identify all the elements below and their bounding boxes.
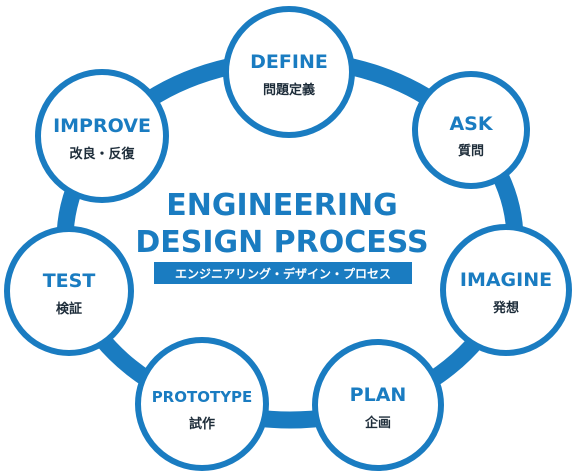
step-plan-jp: 企画 (364, 415, 391, 431)
step-test: TEST 検証 (4, 226, 134, 356)
step-test-en: TEST (43, 270, 96, 292)
step-ask-en: ASK (449, 113, 493, 135)
step-ask: ASK 質問 (412, 71, 530, 189)
step-test-circle (4, 226, 134, 356)
step-test-jp: 検証 (56, 301, 82, 317)
step-define-en: DEFINE (250, 51, 328, 73)
step-ask-circle (412, 71, 530, 189)
title-line-2: DESIGN PROCESS (135, 225, 428, 260)
step-define-circle (223, 6, 355, 138)
step-improve-jp: 改良・反復 (69, 146, 135, 162)
step-imagine-circle (440, 224, 572, 356)
subtitle: エンジニアリング・デザイン・プロセス (175, 266, 391, 281)
step-plan: PLAN 企画 (312, 339, 444, 471)
step-improve-en: IMPROVE (53, 115, 151, 137)
step-plan-en: PLAN (350, 384, 407, 406)
step-imagine-jp: 発想 (492, 300, 519, 316)
step-imagine-en: IMAGINE (460, 269, 552, 291)
title-line-1: ENGINEERING (166, 188, 397, 223)
step-plan-circle (312, 339, 444, 471)
step-prototype-jp: 試作 (189, 416, 215, 432)
subtitle-band (154, 262, 412, 284)
step-prototype-circle (135, 337, 269, 471)
step-improve: IMPROVE 改良・反復 (35, 69, 169, 203)
step-prototype: PROTOTYPE 試作 (135, 337, 269, 471)
step-improve-circle (35, 69, 169, 203)
step-prototype-en: PROTOTYPE (152, 388, 253, 406)
step-ask-jp: 質問 (458, 143, 484, 159)
step-imagine: IMAGINE 発想 (440, 224, 572, 356)
step-define-jp: 問題定義 (263, 82, 315, 98)
step-define: DEFINE 問題定義 (223, 6, 355, 138)
